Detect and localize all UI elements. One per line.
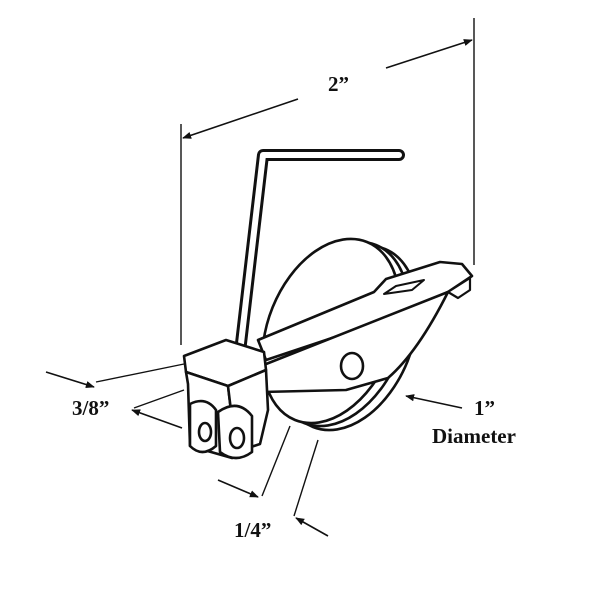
wheel-diameter-value-label: 1” [474, 396, 495, 420]
thickness-arrow-bottom [131, 409, 183, 429]
wheel-thickness-dimension [217, 425, 329, 537]
wheel-thickness-extension-left [261, 425, 291, 497]
lug-hole-left [197, 421, 213, 443]
thickness-extension-bottom [133, 389, 185, 409]
wheel-thickness-extension-right [293, 439, 319, 517]
overall-width-label: 2” [328, 72, 349, 96]
wheel-thickness-arrow-right [295, 517, 329, 537]
bracket-slot [383, 279, 425, 295]
bracket-thickness-label: 3/8” [72, 396, 110, 420]
axle-rivet [339, 351, 365, 381]
thickness-dimension [45, 363, 185, 429]
bracket-rear-hook [446, 276, 472, 300]
diameter-leader [405, 394, 463, 409]
width-dimension [180, 18, 475, 345]
width-arrow-left [182, 98, 299, 139]
bracket-side-plate [254, 290, 450, 394]
wire-tab [234, 149, 405, 358]
wheel-thickness-label: 1/4” [234, 518, 272, 542]
wheel-thickness-arrow-left [217, 479, 259, 498]
thickness-arrow-top [45, 371, 95, 389]
lug-hole-right [228, 426, 246, 450]
wheel-diameter-word-label: Diameter [432, 424, 516, 448]
bracket [182, 260, 474, 460]
thickness-extension-top [95, 363, 185, 383]
width-arrow-right [385, 39, 473, 69]
